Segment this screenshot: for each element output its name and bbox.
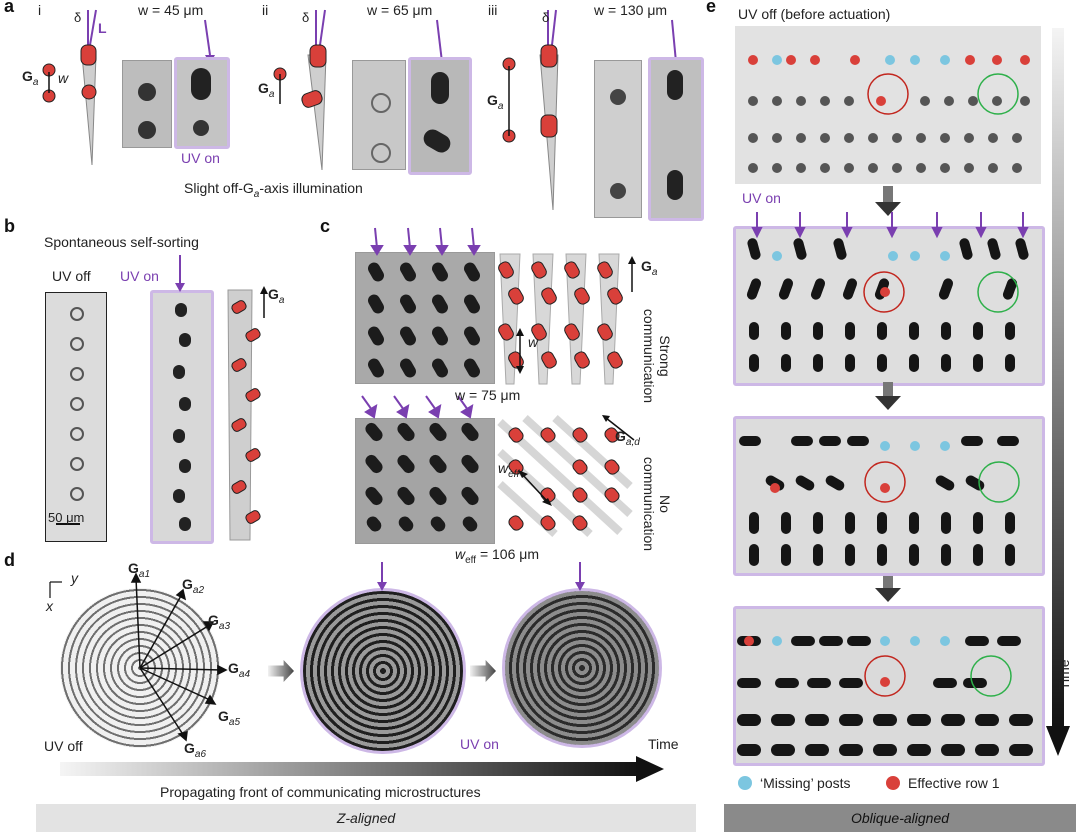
legend-missing-swatch bbox=[738, 776, 752, 790]
panel-c-label: c bbox=[320, 216, 330, 237]
w-label-c: w bbox=[528, 334, 538, 350]
delta-ii: δ bbox=[302, 10, 309, 25]
w-bottom-label: weff = 106 μm bbox=[455, 546, 539, 566]
panel-e-arrays bbox=[735, 26, 1055, 786]
ga1-label: Ga1 bbox=[128, 560, 150, 580]
ga-label-iii: Ga bbox=[487, 92, 503, 112]
disc-uv-on-2 bbox=[502, 588, 662, 748]
disc-uv-on-1 bbox=[300, 588, 466, 754]
micrograph-iii-uv-off bbox=[594, 60, 642, 218]
panel-b-sketch bbox=[160, 250, 280, 550]
legend-missing-label: ‘Missing’ posts bbox=[760, 775, 851, 791]
micrograph-iii-uv-on bbox=[648, 57, 704, 221]
panel-e-label: e bbox=[706, 0, 716, 17]
w-symbol: w bbox=[58, 70, 68, 86]
panel-d-caption: Propagating front of communicating micro… bbox=[160, 784, 481, 800]
ga5-label: Ga5 bbox=[218, 708, 240, 728]
axis-x-label: x bbox=[46, 598, 53, 614]
step-arrow-2 bbox=[470, 660, 496, 682]
ga6-label: Ga6 bbox=[184, 740, 206, 760]
weff-label-c: weff bbox=[498, 460, 519, 480]
panel-c-graphics bbox=[350, 222, 680, 542]
gad-label-c: Ga,d bbox=[615, 428, 640, 448]
ga-label-b: Ga bbox=[268, 286, 284, 306]
footer-oblique-aligned: Oblique-aligned bbox=[724, 804, 1076, 832]
micrograph-ii-uv-on bbox=[408, 57, 472, 175]
disc-uv-off-label: UV off bbox=[44, 738, 83, 754]
scale-bar-label: 50 μm bbox=[48, 510, 84, 525]
panel-e-uv-on: UV on bbox=[742, 190, 781, 206]
panel-a-caption: Slight off-Ga-axis illumination bbox=[184, 180, 363, 200]
length-L: L bbox=[98, 20, 107, 36]
ga-label-ii: Ga bbox=[258, 80, 274, 100]
time-arrow-shaft bbox=[1052, 28, 1064, 728]
footer-z-aligned: Z-aligned bbox=[36, 804, 696, 832]
ga-label-i: Ga bbox=[22, 68, 38, 88]
panel-b-label: b bbox=[4, 216, 15, 237]
disc-uv-on-label: UV on bbox=[460, 736, 499, 752]
panel-b-uv-on: UV on bbox=[120, 268, 159, 284]
ga-label-c: Ga bbox=[641, 258, 657, 278]
micrograph-i-uv-off bbox=[122, 60, 172, 148]
step-arrow-1 bbox=[268, 660, 294, 682]
uv-on-label-a: UV on bbox=[181, 150, 220, 166]
legend-row-label: Effective row 1 bbox=[908, 775, 1000, 791]
legend-row-swatch bbox=[886, 776, 900, 790]
panel-b-title: Spontaneous self-sorting bbox=[44, 234, 199, 250]
propagation-arrow-shaft bbox=[60, 762, 640, 776]
ga4-label: Ga4 bbox=[228, 660, 250, 680]
ga2-label: Ga2 bbox=[182, 576, 204, 596]
panel-d-time: Time bbox=[648, 736, 679, 752]
w-top-label: w = 75 μm bbox=[455, 387, 520, 403]
micrograph-i-uv-on bbox=[174, 57, 230, 149]
panel-e-time: Time bbox=[1056, 659, 1072, 690]
panel-b-uv-off: UV off bbox=[52, 268, 91, 284]
uv-arrow-d1 bbox=[372, 562, 392, 602]
propagation-arrowhead bbox=[636, 756, 664, 782]
micrograph-ii-uv-off bbox=[352, 60, 406, 170]
uv-arrow-d2 bbox=[570, 562, 590, 602]
delta-i: δ bbox=[74, 10, 81, 25]
panel-e-title: UV off (before actuation) bbox=[738, 6, 890, 22]
micrograph-b-uv-off bbox=[45, 292, 107, 542]
panel-d-label: d bbox=[4, 550, 15, 571]
delta-iii: δ bbox=[542, 10, 549, 25]
ga3-label: Ga3 bbox=[208, 612, 230, 632]
